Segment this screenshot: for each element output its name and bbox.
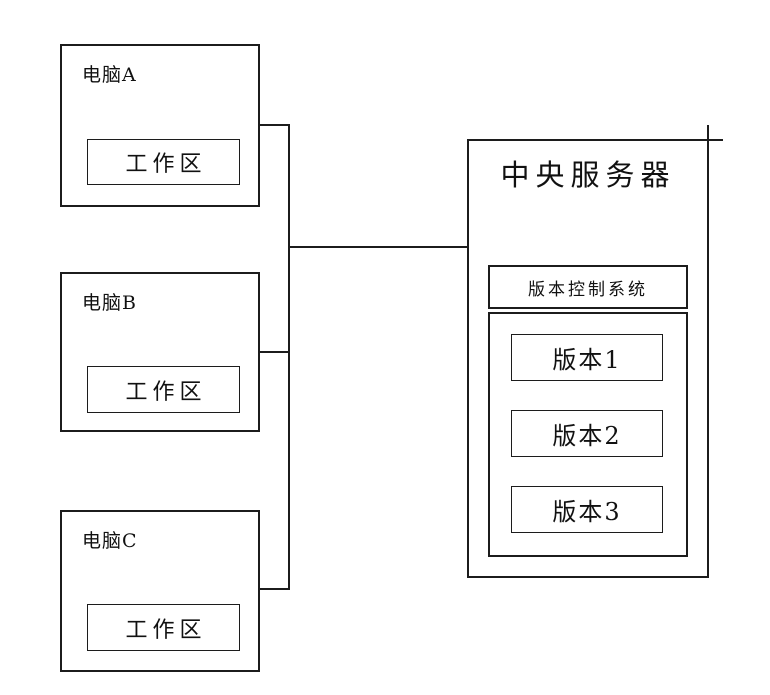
server-corner-tick-vertical — [707, 125, 709, 157]
version-1-label: 版本1 — [552, 346, 622, 374]
central-server-title: 中央服务器 — [500, 158, 676, 192]
network-bus-line — [288, 124, 290, 590]
computer-b-box: 电脑B 工作区 — [60, 272, 260, 432]
version-1-box: 版本1 — [511, 334, 663, 381]
central-server-box: 中央服务器 版本控制系统 版本1 版本2 版本3 — [467, 139, 709, 578]
connector-computer-b-line — [259, 351, 290, 353]
connector-computer-a-line — [259, 124, 290, 126]
computer-c-workspace-box: 工作区 — [87, 604, 240, 651]
version-3-label: 版本3 — [552, 498, 622, 526]
version-3-box: 版本3 — [511, 486, 663, 533]
computer-c-box: 电脑C 工作区 — [60, 510, 260, 672]
computer-b-workspace-label: 工作区 — [125, 379, 207, 405]
version-2-box: 版本2 — [511, 410, 663, 457]
vcs-header-box: 版本控制系统 — [488, 265, 688, 309]
computer-a-workspace-label: 工作区 — [125, 152, 207, 177]
server-corner-tick-horizontal — [707, 139, 723, 141]
computer-b-label: 电脑B — [82, 292, 137, 314]
version-2-label: 版本2 — [552, 422, 622, 450]
connector-server-line — [288, 246, 469, 248]
connector-computer-c-line — [259, 588, 290, 590]
computer-a-box: 电脑A 工作区 — [60, 44, 260, 207]
vcs-body-box: 版本1 版本2 版本3 — [488, 312, 688, 557]
computer-b-workspace-box: 工作区 — [87, 366, 240, 413]
computer-a-label: 电脑A — [82, 64, 137, 86]
computer-a-workspace-box: 工作区 — [87, 139, 240, 185]
vcs-title: 版本控制系统 — [528, 279, 648, 300]
computer-c-label: 电脑C — [82, 530, 138, 552]
computer-c-workspace-label: 工作区 — [125, 617, 207, 643]
